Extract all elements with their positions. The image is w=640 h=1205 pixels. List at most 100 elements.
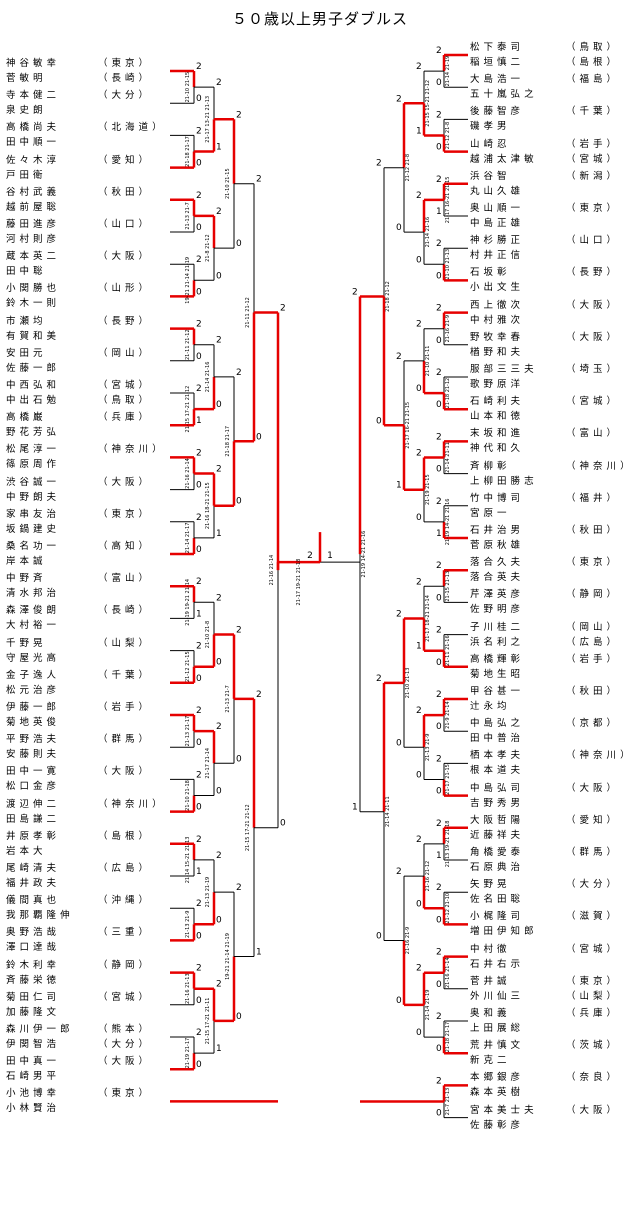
prefecture: （ 長 崎 ） <box>98 73 149 84</box>
prefecture: （ 鳥 取 ） <box>98 395 149 406</box>
match-score-loser: 0 <box>416 899 422 909</box>
left-team-entry: 佐 々 木 淳（ 愛 知 ）戸 田 衛 <box>6 153 170 183</box>
player-name: 宮 本 美 士 夫 <box>470 1104 535 1116</box>
match-score-loser: 0 <box>436 271 442 281</box>
set-scores: 21-8 21-12 <box>205 234 211 261</box>
match-score-winner: 2 <box>236 110 242 120</box>
right-team-entry: 高 橋 輝 彰（ 岩 手 ）菊 地 生 昭 <box>470 652 636 682</box>
player-name: 加 藤 隆 文 <box>6 1006 57 1018</box>
left-team-entry: 神 谷 敏 幸（ 東 京 ）菅 敏 明（ 長 崎 ） <box>6 56 170 86</box>
match-score-winner: 2 <box>436 110 442 120</box>
prefecture: （ 岡 山 ） <box>98 347 149 359</box>
match-score-winner: 2 <box>436 1012 442 1022</box>
prefecture: （ 新 潟 ） <box>566 170 617 182</box>
player-name: 高 橋 巌 <box>6 412 44 424</box>
player-name: 本 郷 銀 彦 <box>470 1072 521 1084</box>
player-name: 藤 田 進 彦 <box>6 219 57 230</box>
player-name: 浜 谷 智 <box>470 170 508 182</box>
left-team-entry: 渋 谷 誠 一（ 大 阪 ）中 野 朗 夫 <box>6 475 170 505</box>
prefecture: （ 三 重 ） <box>98 927 149 939</box>
player-name: 市 瀬 均 <box>6 315 44 327</box>
right-team-entry: 宮 本 美 士 夫（ 大 阪 ）佐 藤 彰 彦 <box>470 1103 636 1133</box>
right-team-entry: 中 村 徹（ 宮 城 ）石 井 右 示 <box>470 942 636 972</box>
right-team-entry: 野 牧 幸 春（ 大 阪 ）楢 野 和 夫 <box>470 330 636 360</box>
match-score-loser: 0 <box>436 593 442 603</box>
match-score-winner: 2 <box>436 690 442 700</box>
match-score-winner: 2 <box>196 384 202 394</box>
player-name: 山 本 和 徳 <box>470 411 521 423</box>
prefecture: （ 東 京 ） <box>98 508 149 520</box>
match-score-winner: 2 <box>256 175 262 185</box>
match-score-loser: 0 <box>236 497 242 507</box>
match-score-loser: 0 <box>216 271 222 281</box>
match-score-winner: 2 <box>236 883 242 893</box>
prefecture: （ 長 崎 ） <box>98 605 149 617</box>
prefecture: （ 東 京 ） <box>98 1088 149 1100</box>
left-team-entry: 寺 本 健 二（ 大 分 ）泉 史 朗 <box>6 88 170 118</box>
match-score-winner: 2 <box>256 690 262 700</box>
match-score-winner: 2 <box>196 1028 202 1038</box>
player-name: 鈴 木 一 則 <box>6 298 57 310</box>
set-scores: 21-16 21-13 <box>185 973 191 1004</box>
prefecture: （ 岡 山 ） <box>566 621 617 633</box>
match-score-winner: 2 <box>436 497 442 507</box>
match-score-loser: 0 <box>396 223 402 233</box>
match-score-winner: 2 <box>436 883 442 893</box>
match-score-loser: 0 <box>196 803 202 813</box>
set-scores: 21-9 21-14 <box>445 701 451 728</box>
prefecture: （ 宮 城 ） <box>98 991 149 1003</box>
set-scores: 21-13 21-9 <box>185 911 191 938</box>
player-name: 楢 野 和 夫 <box>470 346 521 358</box>
set-scores: 21-10 21-15 <box>225 168 231 199</box>
match-score-winner: 2 <box>196 964 202 974</box>
player-name: 野 牧 幸 春 <box>470 331 521 343</box>
prefecture: （ 長 野 ） <box>566 267 617 279</box>
prefecture: （ 静 岡 ） <box>566 589 617 601</box>
match-score-loser: 0 <box>196 94 202 104</box>
player-name: 澤 口 達 哉 <box>6 942 57 954</box>
match-score-winner: 2 <box>416 62 422 72</box>
player-name: 根 本 道 夫 <box>470 765 521 777</box>
left-team-entry: 中 野 斉（ 富 山 ）清 水 邦 治 <box>6 571 170 601</box>
left-team-entry: 田 中 一 寛（ 大 阪 ）松 口 金 彦 <box>6 764 170 794</box>
prefecture: （ 山 形 ） <box>98 283 149 295</box>
prefecture: （ 京 都 ） <box>566 718 617 730</box>
player-name: 奥 野 浩 哉 <box>6 927 57 939</box>
player-name: 森 澤 俊 朗 <box>6 605 57 617</box>
set-scores: 21-18 21-17 <box>185 136 191 167</box>
player-name: 山 崎 忍 <box>470 138 508 150</box>
prefecture: （ 長 野 ） <box>98 315 149 327</box>
set-scores: 21-10 21-18 <box>185 780 191 811</box>
player-name: 松 尾 淳 一 <box>6 444 57 456</box>
player-name: 戸 田 衛 <box>6 169 44 181</box>
right-team-entry: 末 坂 和 進（ 富 山 ）神 代 和 久 <box>470 426 636 456</box>
set-scores: 21-16 21-14 <box>269 555 275 586</box>
match-score-winner: 2 <box>196 706 202 716</box>
player-name: 末 坂 和 進 <box>470 428 521 440</box>
match-score-winner: 2 <box>196 126 202 136</box>
match-score-loser: 0 <box>396 738 402 748</box>
player-name: 松 下 泰 司 <box>470 42 521 53</box>
left-team-entry: 小 池 博 幸（ 東 京 ）小 林 賢 治 <box>6 1086 170 1116</box>
player-name: 渡 辺 伸 二 <box>6 798 57 810</box>
match-score-winner: 2 <box>196 577 202 587</box>
match-score-loser: 0 <box>436 1109 442 1119</box>
match-score-winner: 2 <box>216 722 222 732</box>
set-scores: 21-12 21-8 <box>445 122 451 149</box>
player-name: 近 藤 祥 夫 <box>470 829 521 841</box>
match-score-loser: 0 <box>236 754 242 764</box>
match-score-loser: 1 <box>416 127 422 137</box>
set-scores: 21-11 21-16 <box>445 635 451 666</box>
prefecture: （ 大 分 ） <box>566 879 617 891</box>
set-scores: 21-11 21-12 <box>245 297 251 328</box>
player-name: 芹 澤 英 彦 <box>470 589 521 601</box>
set-scores: 21-17 16-21 21-15 <box>445 177 451 224</box>
set-scores: 21-12 21-10 <box>445 893 451 924</box>
match-score-loser: 1 <box>436 529 442 539</box>
match-score-winner: 2 <box>396 94 402 104</box>
player-name: 有 賀 和 美 <box>6 330 57 342</box>
right-team-entry: 服 部 三 三 夫（ 埼 玉 ）歌 野 原 洋 <box>470 362 636 392</box>
match-score-winner: 2 <box>436 432 442 442</box>
set-scores: 21-19 21-15 <box>425 474 431 505</box>
right-team-entry: 角 橋 愛 泰（ 群 馬 ）石 原 典 治 <box>470 845 636 875</box>
